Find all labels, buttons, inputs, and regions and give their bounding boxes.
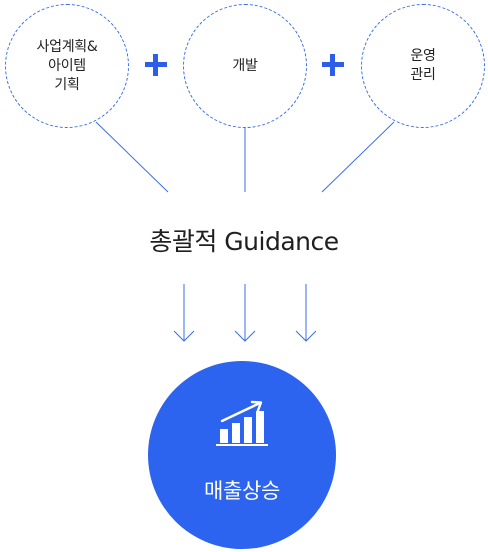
- input-label-development: 개발: [232, 57, 258, 74]
- connector-line-right: [321, 121, 395, 193]
- result-label: 매출상승: [203, 479, 281, 503]
- down-arrow-left: [173, 284, 195, 342]
- down-arrow-center: [234, 284, 256, 342]
- plus-icon: [145, 54, 167, 76]
- connector-line-left: [95, 121, 169, 193]
- down-arrow-right: [295, 284, 317, 342]
- result-circle: 매출상승: [148, 361, 336, 549]
- input-circle-planning: 사업계획& 아이템 기획: [5, 4, 129, 128]
- input-label-operation: 운영 관리: [410, 48, 436, 83]
- plus-icon: [322, 54, 344, 76]
- growth-chart-icon: [216, 400, 268, 446]
- input-circle-operation: 운영 관리: [361, 4, 485, 128]
- guidance-title: 총괄적 Guidance: [149, 227, 339, 256]
- input-label-planning: 사업계획& 아이템 기획: [36, 38, 98, 93]
- input-circle-development: 개발: [183, 4, 307, 128]
